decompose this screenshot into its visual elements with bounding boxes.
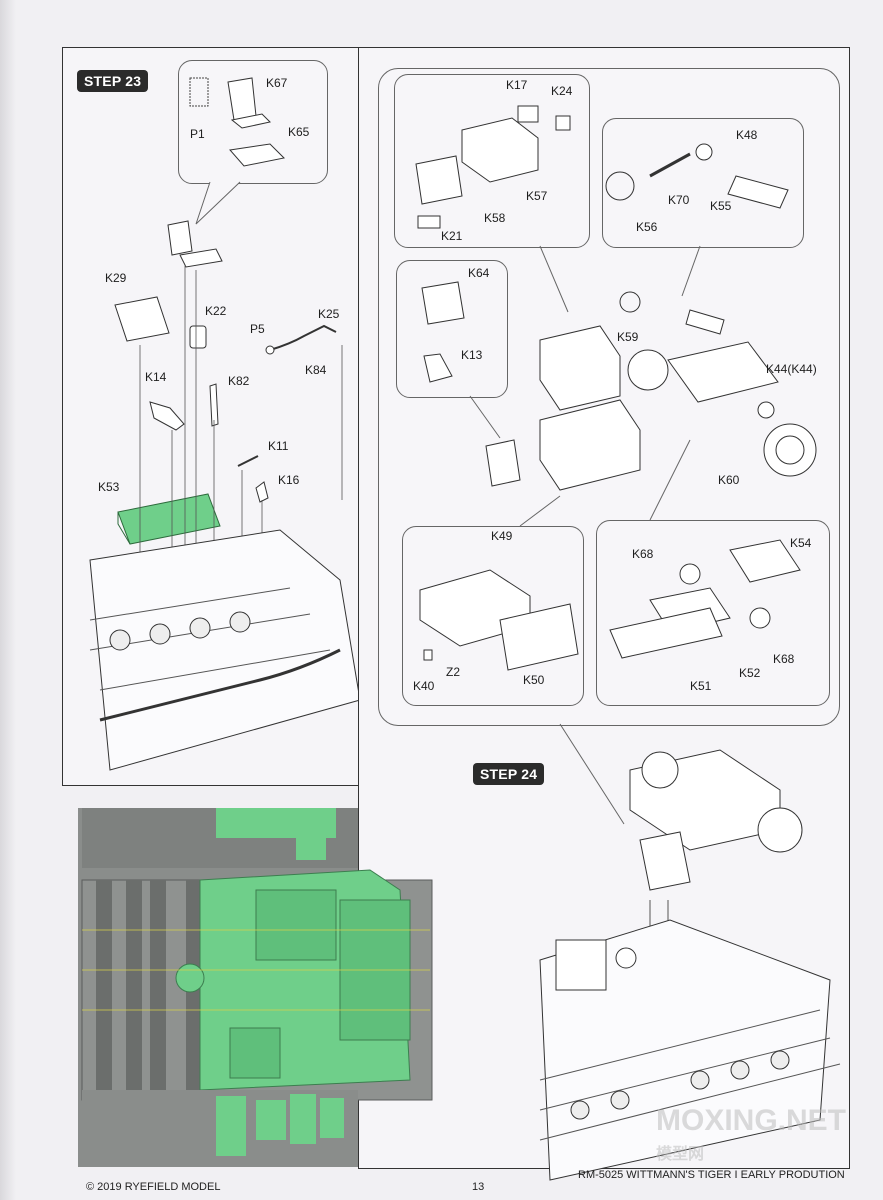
footer-product: RM-5025 WITTMANN'S TIGER I EARLY PRODUTI…: [578, 1169, 845, 1181]
watermark-main: MOXING.NET: [656, 1104, 847, 1137]
callout-k55: [602, 118, 804, 248]
label-z2: Z2: [446, 665, 461, 679]
label-k17: K17: [506, 78, 528, 92]
label-k16: K16: [278, 473, 300, 487]
label-k50: K50: [523, 673, 545, 687]
label-k64: K64: [468, 266, 490, 280]
label-p5: P5: [250, 322, 265, 336]
label-k84: K84: [305, 363, 327, 377]
label-k13: K13: [461, 348, 483, 362]
label-k24: K24: [551, 84, 573, 98]
label-k56: K56: [636, 220, 658, 234]
label-k53: K53: [98, 480, 120, 494]
label-p1: P1: [190, 127, 205, 141]
label-k11: K11: [268, 439, 289, 453]
label-k22: K22: [205, 304, 227, 318]
label-k82: K82: [228, 374, 250, 388]
label-k48: K48: [736, 128, 758, 142]
label-k54: K54: [790, 536, 812, 550]
label-k25: K25: [318, 307, 340, 321]
label-k14: K14: [145, 370, 167, 384]
label-k67: K67: [266, 76, 288, 90]
label-k21: K21: [441, 229, 463, 243]
label-k55: K55: [710, 199, 732, 213]
page-number: 13: [472, 1181, 485, 1193]
label-k65: K65: [288, 125, 310, 139]
step23-badge: STEP 23: [77, 70, 149, 92]
label-k59: K59: [617, 330, 639, 344]
label-k52: K52: [739, 666, 761, 680]
watermark-sub: 模型网: [656, 1146, 705, 1163]
page-edge: [0, 0, 16, 1200]
label-k44: K44(K44): [766, 362, 817, 376]
label-k70: K70: [668, 193, 690, 207]
footer-copyright: © 2019 RYEFIELD MODEL: [86, 1181, 221, 1193]
label-k60: K60: [718, 473, 740, 487]
label-k68b: K68: [773, 652, 795, 666]
label-k58: K58: [484, 211, 506, 225]
label-k49: K49: [491, 529, 513, 543]
label-k40: K40: [413, 679, 435, 693]
label-k57: K57: [526, 189, 548, 203]
label-k68a: K68: [632, 547, 654, 561]
label-k51: K51: [690, 679, 712, 693]
label-k29: K29: [105, 271, 127, 285]
step24-badge: STEP 24: [473, 763, 545, 785]
